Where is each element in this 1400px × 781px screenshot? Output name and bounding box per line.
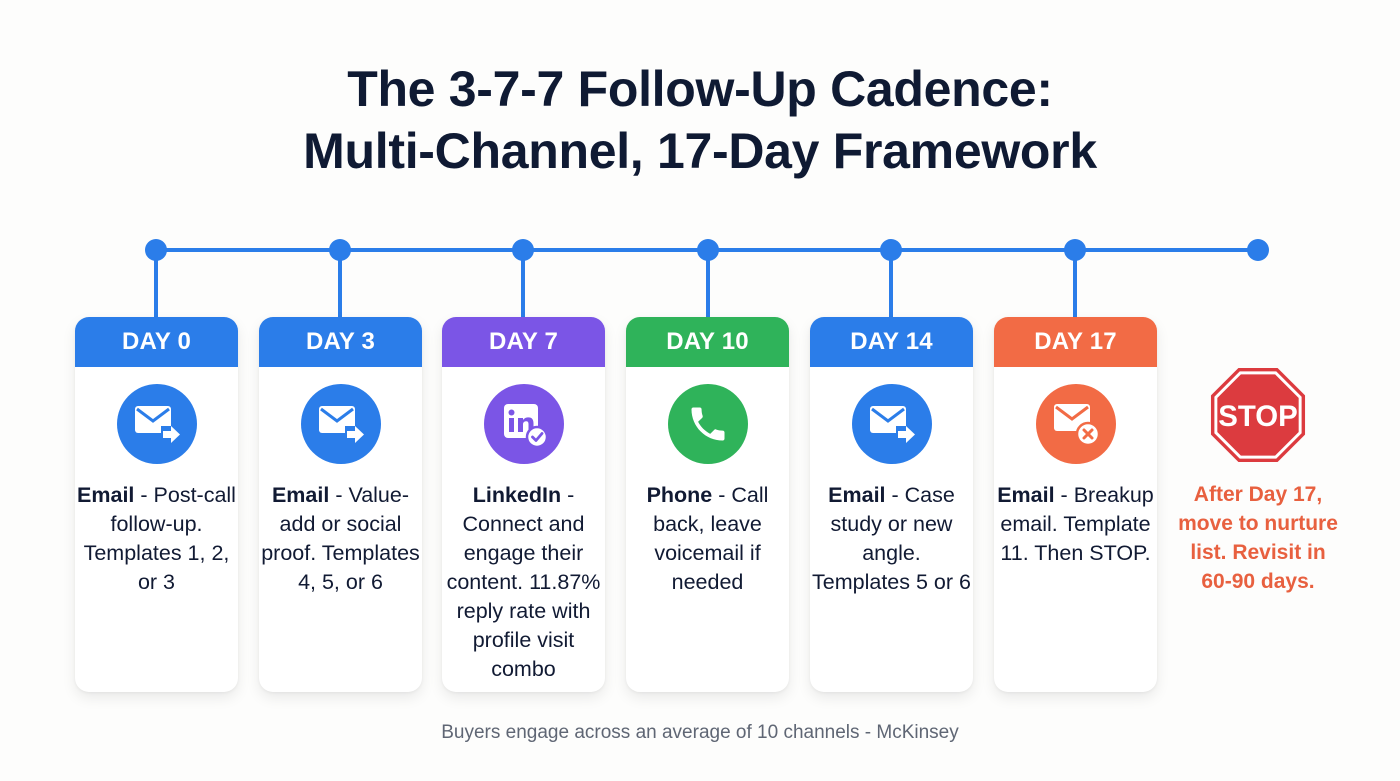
page-title: The 3-7-7 Follow-Up Cadence: Multi-Chann… <box>0 58 1400 182</box>
step-description: Value-add or social proof. Templates 4, … <box>261 483 420 594</box>
channel-label: Email <box>828 483 886 507</box>
card-description: LinkedIn - Connect and engage their cont… <box>446 483 601 681</box>
card-header: DAY 3 <box>259 317 422 367</box>
timeline-stem <box>521 250 525 318</box>
footnote-source: Buyers engage across an average of 10 ch… <box>441 722 959 743</box>
step-card-day-10: DAY 10 Phone - Call back, leave voicemai… <box>626 317 789 692</box>
step-card-day-17: DAY 17 Email - Breakup email. Template 1… <box>994 317 1157 692</box>
stop-note: After Day 17, move to nurture list. Revi… <box>1178 483 1338 593</box>
title-line-2: Multi-Channel, 17-Day Framework <box>303 123 1097 179</box>
timeline-dot-end <box>1247 239 1269 261</box>
timeline-dot <box>329 239 351 261</box>
timeline-stem <box>154 250 158 318</box>
step-card-day-14: DAY 14 Email - Case study or new angle. … <box>810 317 973 692</box>
card-header: DAY 17 <box>994 317 1157 367</box>
card-description: Email - Case study or new angle. Templat… <box>812 483 971 594</box>
timeline-stem <box>706 250 710 318</box>
phone-icon <box>667 384 748 464</box>
stop-sign-icon: STOP <box>1209 366 1307 464</box>
card-header: DAY 10 <box>626 317 789 367</box>
timeline-stem <box>338 250 342 318</box>
email-send-icon <box>300 384 381 464</box>
step-description: Call back, leave voicemail if needed <box>653 483 769 594</box>
card-description: Email - Breakup email. Template 11. Then… <box>997 483 1154 565</box>
card-header: DAY 14 <box>810 317 973 367</box>
email-send-icon <box>116 384 197 464</box>
card-description: Phone - Call back, leave voicemail if ne… <box>646 483 769 594</box>
channel-label: Email <box>997 483 1055 507</box>
card-header: DAY 0 <box>75 317 238 367</box>
timeline-stem <box>1073 250 1077 318</box>
card-description: Email - Post-call follow-up. Templates 1… <box>77 483 236 594</box>
timeline-dot <box>1064 239 1086 261</box>
timeline-dot <box>145 239 167 261</box>
step-description: Post-call follow-up. Templates 1, 2, or … <box>83 483 236 594</box>
title-line-1: The 3-7-7 Follow-Up Cadence: <box>347 61 1053 117</box>
email-cancel-icon <box>1035 384 1116 464</box>
linkedin-check-icon <box>483 384 564 464</box>
channel-label: Email <box>77 483 135 507</box>
step-description: Breakup email. Template 11. Then STOP. <box>1000 483 1154 565</box>
timeline-dot <box>512 239 534 261</box>
timeline-dot <box>697 239 719 261</box>
step-description: Case study or new angle. Templates 5 or … <box>812 483 971 594</box>
step-description: Connect and engage their content. 11.87%… <box>446 512 601 681</box>
step-card-day-3: DAY 3 Email - Value-add or social proof.… <box>259 317 422 692</box>
channel-label: Email <box>271 483 330 507</box>
card-header: DAY 7 <box>442 317 605 367</box>
timeline-stem <box>889 250 893 318</box>
step-card-day-7: DAY 7 LinkedIn - Connect and engage thei… <box>442 317 605 692</box>
email-send-icon <box>851 384 932 464</box>
timeline-dot <box>880 239 902 261</box>
stop-sign-label: STOP <box>1218 400 1298 433</box>
channel-label: LinkedIn <box>472 483 562 507</box>
channel-label: Phone <box>646 483 713 507</box>
card-description: Email - Value-add or social proof. Templ… <box>261 483 420 594</box>
step-card-day-0: DAY 0 Email - Post-call follow-up. Templ… <box>75 317 238 692</box>
